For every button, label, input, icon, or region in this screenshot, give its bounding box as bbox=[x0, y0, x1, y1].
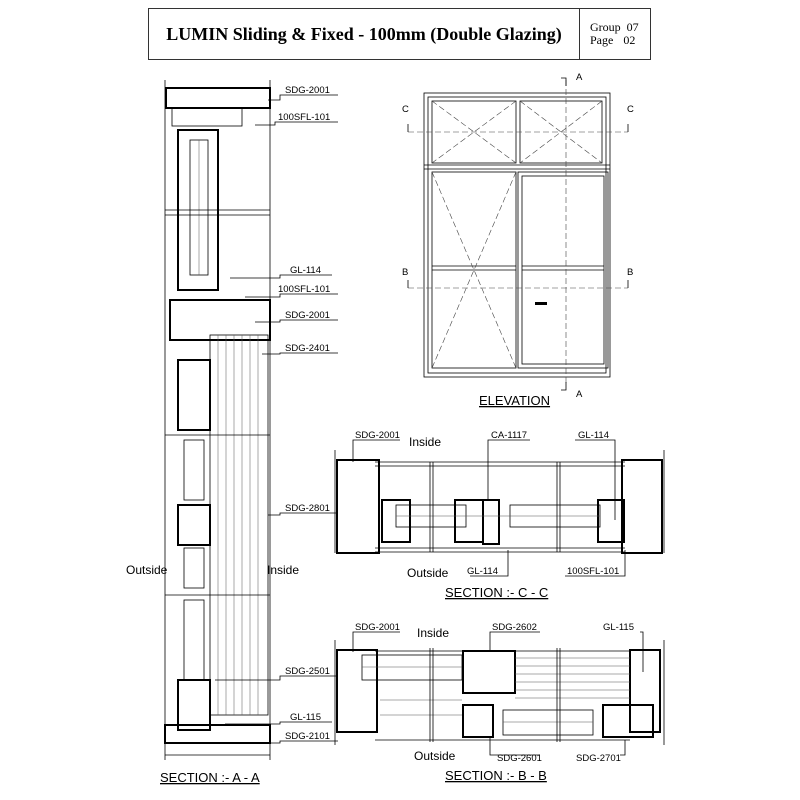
glazing-hatching bbox=[217, 335, 259, 715]
page-label: Page bbox=[590, 33, 614, 47]
cc-label-gl-114-top: GL-114 bbox=[578, 430, 609, 441]
section-cc-title: SECTION :- C - C bbox=[445, 585, 548, 600]
bb-label-sdg-2602: SDG-2602 bbox=[492, 622, 537, 633]
title-block: LUMIN Sliding & Fixed - 100mm (Double Gl… bbox=[148, 8, 651, 60]
cc-label-gl-114-bottom: GL-114 bbox=[467, 566, 498, 577]
drawing-title: LUMIN Sliding & Fixed - 100mm (Double Gl… bbox=[149, 9, 580, 59]
elevation-drawing bbox=[407, 77, 629, 391]
section-aa-leaders bbox=[215, 94, 338, 744]
aa-label-sdg-2501: SDG-2501 bbox=[285, 666, 330, 677]
aa-label-sdg-2801: SDG-2801 bbox=[285, 503, 330, 514]
elev-marker-b-right: B bbox=[627, 267, 633, 278]
section-bb-title: SECTION :- B - B bbox=[445, 768, 547, 783]
sheet-info: Group 07 Page 02 bbox=[580, 9, 650, 59]
cc-label-ca-1117: CA-1117 bbox=[491, 430, 527, 441]
elev-marker-a-top: A bbox=[576, 72, 583, 83]
aa-label-gl-114: GL-114 bbox=[290, 265, 321, 276]
elev-marker-b-left: B bbox=[402, 267, 408, 278]
aa-label-100sfl-101: 100SFL-101 bbox=[278, 284, 330, 295]
elevation-title: ELEVATION bbox=[479, 393, 550, 408]
section-cc-drawing bbox=[334, 450, 665, 554]
bb-label-gl-115: GL-115 bbox=[603, 622, 634, 633]
sash-handle-icon bbox=[535, 302, 547, 305]
section-cc-leaders bbox=[352, 439, 626, 577]
aa-label-sdg-2401: SDG-2401 bbox=[285, 343, 330, 354]
page-value: 02 bbox=[623, 33, 636, 47]
section-bb-leaders bbox=[352, 631, 644, 756]
aa-inside-label: Inside bbox=[267, 563, 299, 577]
bb-outside-label: Outside bbox=[414, 749, 456, 763]
aa-label-sdg-2101: SDG-2101 bbox=[285, 731, 330, 742]
aa-outside-label: Outside bbox=[126, 563, 168, 577]
bb-label-sdg-2701: SDG-2701 bbox=[576, 753, 621, 764]
elev-marker-a-bottom: A bbox=[576, 389, 583, 400]
aa-label-sdg-2001-top: SDG-2001 bbox=[285, 85, 330, 96]
cc-inside-label: Inside bbox=[409, 435, 441, 449]
aa-label-sdg-2001: SDG-2001 bbox=[285, 310, 330, 321]
cc-outside-label: Outside bbox=[407, 566, 449, 580]
group-label: Group bbox=[590, 20, 621, 34]
aa-label-gl-115: GL-115 bbox=[290, 712, 321, 723]
section-aa-title: SECTION :- A - A bbox=[160, 770, 260, 785]
aa-label-100sfl-101-top: 100SFL-101 bbox=[278, 112, 330, 123]
bb-label-sdg-2601: SDG-2601 bbox=[497, 753, 542, 764]
bb-inside-label: Inside bbox=[417, 626, 449, 640]
elev-marker-c-right: C bbox=[627, 104, 634, 115]
cc-label-sdg-2001: SDG-2001 bbox=[355, 430, 400, 441]
section-bb-drawing bbox=[334, 640, 665, 745]
bb-label-sdg-2001: SDG-2001 bbox=[355, 622, 400, 633]
group-value: 07 bbox=[626, 20, 639, 34]
cc-label-100sfl-101: 100SFL-101 bbox=[567, 566, 619, 577]
elev-marker-c-left: C bbox=[402, 104, 409, 115]
section-aa-drawing bbox=[164, 80, 271, 760]
glazing-hatching bbox=[380, 657, 630, 716]
